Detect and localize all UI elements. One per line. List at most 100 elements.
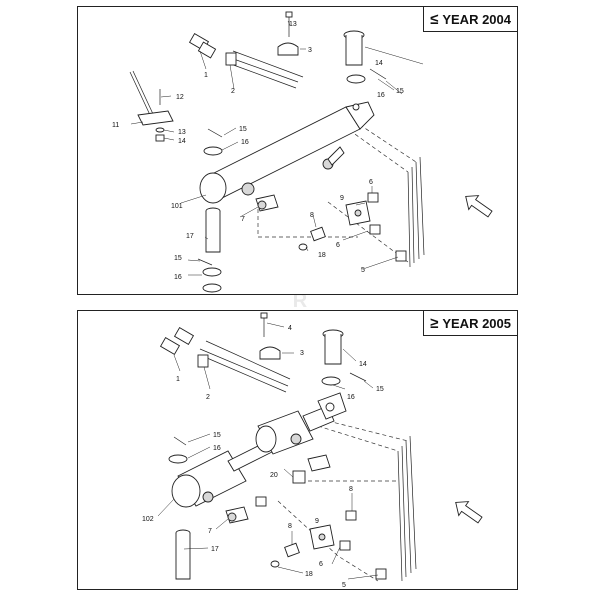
callout-16-2005: 16 — [347, 394, 355, 401]
callout-14: 14 — [375, 60, 383, 67]
callout-14-2005: 14 — [359, 361, 367, 368]
hose-clamp-3 — [277, 42, 299, 56]
cotter-pin-15-2005 — [349, 372, 367, 382]
year-compare-symbol: ≤ — [430, 11, 439, 28]
callout-5-2005: 5 — [342, 582, 346, 589]
diagram-panel-year-2005: 4 3 1 2 14 15 16 15 16 20 102 7 17 8 9 8… — [77, 310, 518, 590]
adapter-20 — [292, 470, 306, 484]
cotter-pin-15-left — [207, 128, 223, 138]
hydraulic-pipes-2005 — [397, 435, 417, 582]
cotter-pin-15 — [369, 68, 387, 80]
fitting-8-2005 — [284, 542, 300, 558]
valve-block-9 — [345, 200, 371, 226]
washer-16 — [346, 74, 366, 84]
hose-fitting-1 — [188, 33, 217, 59]
callout-6-lower: 6 — [336, 242, 340, 249]
callout-102: 102 — [142, 516, 154, 523]
fitting-8-upper-2005 — [345, 510, 357, 521]
year-label: YEAR 2004 — [442, 12, 511, 27]
callout-9: 9 — [340, 195, 344, 202]
cotter-pin-15-bottom — [197, 258, 213, 266]
washer-18-2005 — [270, 560, 280, 568]
washer-12 — [155, 127, 165, 133]
leader-lines-2005 — [157, 322, 379, 580]
callout-15-left: 15 — [239, 126, 247, 133]
nut-13 — [155, 134, 165, 142]
callout-3-2005: 3 — [300, 350, 304, 357]
washer-18 — [298, 243, 308, 251]
callout-16: 16 — [377, 92, 385, 99]
fitting-6-2005 — [339, 540, 351, 551]
callout-1: 1 — [204, 72, 208, 79]
callout-2-2005: 2 — [206, 394, 210, 401]
callout-10: 11 — [112, 122, 119, 129]
callout-16-bottom: 16 — [174, 274, 182, 281]
hose-2 — [225, 50, 304, 89]
callout-15-left-2005: 15 — [213, 432, 221, 439]
pin-14-2005 — [322, 329, 344, 365]
watermark-logo-icon: R — [292, 290, 308, 312]
hose-clamp-3-2005 — [259, 346, 281, 360]
cotter-pin-15-left-2005 — [173, 436, 187, 446]
pin-14 — [343, 30, 365, 66]
callout-16-left: 16 — [241, 139, 249, 146]
callout-15-2005: 15 — [376, 386, 384, 393]
lever-bracket-10 — [129, 70, 174, 126]
hose-2-2005 — [197, 340, 291, 393]
callout-18-2005: 18 — [305, 571, 313, 578]
callout-15-bottom: 15 — [174, 255, 182, 262]
callout-1-2005: 1 — [176, 376, 180, 383]
callout-7: 7 — [241, 216, 245, 223]
fitting-8 — [310, 226, 326, 242]
callout-101: 101 — [171, 203, 183, 210]
callout-7-2005: 7 — [208, 528, 212, 535]
callout-8: 8 — [310, 212, 314, 219]
bolt-4 — [285, 11, 293, 37]
callout-6-upper: 6 — [369, 179, 373, 186]
washer-16-left — [203, 146, 223, 156]
washer-16-lower-a — [202, 267, 222, 277]
year-compare-symbol-2005: ≥ — [430, 315, 439, 332]
direction-arrow-icon-2005 — [455, 501, 483, 524]
valve-block-9-2005 — [309, 524, 335, 550]
pin-17-2005 — [175, 529, 191, 580]
exploded-view-2004: 13 3 1 2 14 15 16 12 11 13 14 15 16 101 … — [112, 11, 493, 293]
hydraulic-cylinder-102 — [171, 392, 347, 508]
year-label-box-2005: ≥YEAR 2005 — [423, 311, 517, 336]
callout-3: 3 — [308, 47, 312, 54]
callout-4: 13 — [289, 21, 297, 28]
hydraulic-cylinder-101 — [199, 101, 375, 204]
callout-18: 18 — [318, 252, 326, 259]
callout-13: 14 — [178, 138, 186, 145]
washer-16-lower-b — [202, 283, 222, 293]
washer-16-left-2005 — [168, 454, 188, 464]
hose-fitting-1-2005 — [159, 327, 195, 355]
diagram-panel-year-2004: 13 3 1 2 14 15 16 12 11 13 14 15 16 101 … — [77, 6, 518, 295]
callout-6-2005: 6 — [319, 561, 323, 568]
fitting-6-upper — [367, 192, 379, 203]
pin-17 — [205, 207, 221, 253]
callout-20-2005: 20 — [270, 472, 278, 479]
direction-arrow-icon — [465, 195, 493, 218]
callout-12: 13 — [178, 129, 186, 136]
callout-5: 5 — [361, 267, 365, 274]
leader-lines — [130, 20, 424, 276]
exploded-view-2005: 4 3 1 2 14 15 16 15 16 20 102 7 17 8 9 8… — [142, 312, 483, 589]
bolt-4-2005 — [260, 312, 268, 337]
year-label-2005: YEAR 2005 — [442, 316, 511, 331]
washer-16-2005 — [321, 376, 341, 386]
callout-17: 17 — [186, 233, 194, 240]
callout-2: 2 — [231, 88, 235, 95]
fitting-6-lower — [369, 224, 381, 235]
callout-11: 12 — [176, 94, 184, 101]
callout-17-2005: 17 — [211, 546, 219, 553]
callout-9-2005: 9 — [315, 518, 319, 525]
elbow-fitting-7-2005 — [225, 496, 267, 524]
pipe-fitting-5-2005 — [375, 568, 387, 580]
hydraulic-pipes — [407, 156, 425, 268]
elbow-fitting-7 — [255, 194, 279, 212]
callout-16-left-2005: 16 — [213, 445, 221, 452]
year-label-box: ≤YEAR 2004 — [423, 7, 517, 32]
pipe-fitting-5 — [395, 250, 407, 262]
callout-8-upper-2005: 8 — [349, 486, 353, 493]
